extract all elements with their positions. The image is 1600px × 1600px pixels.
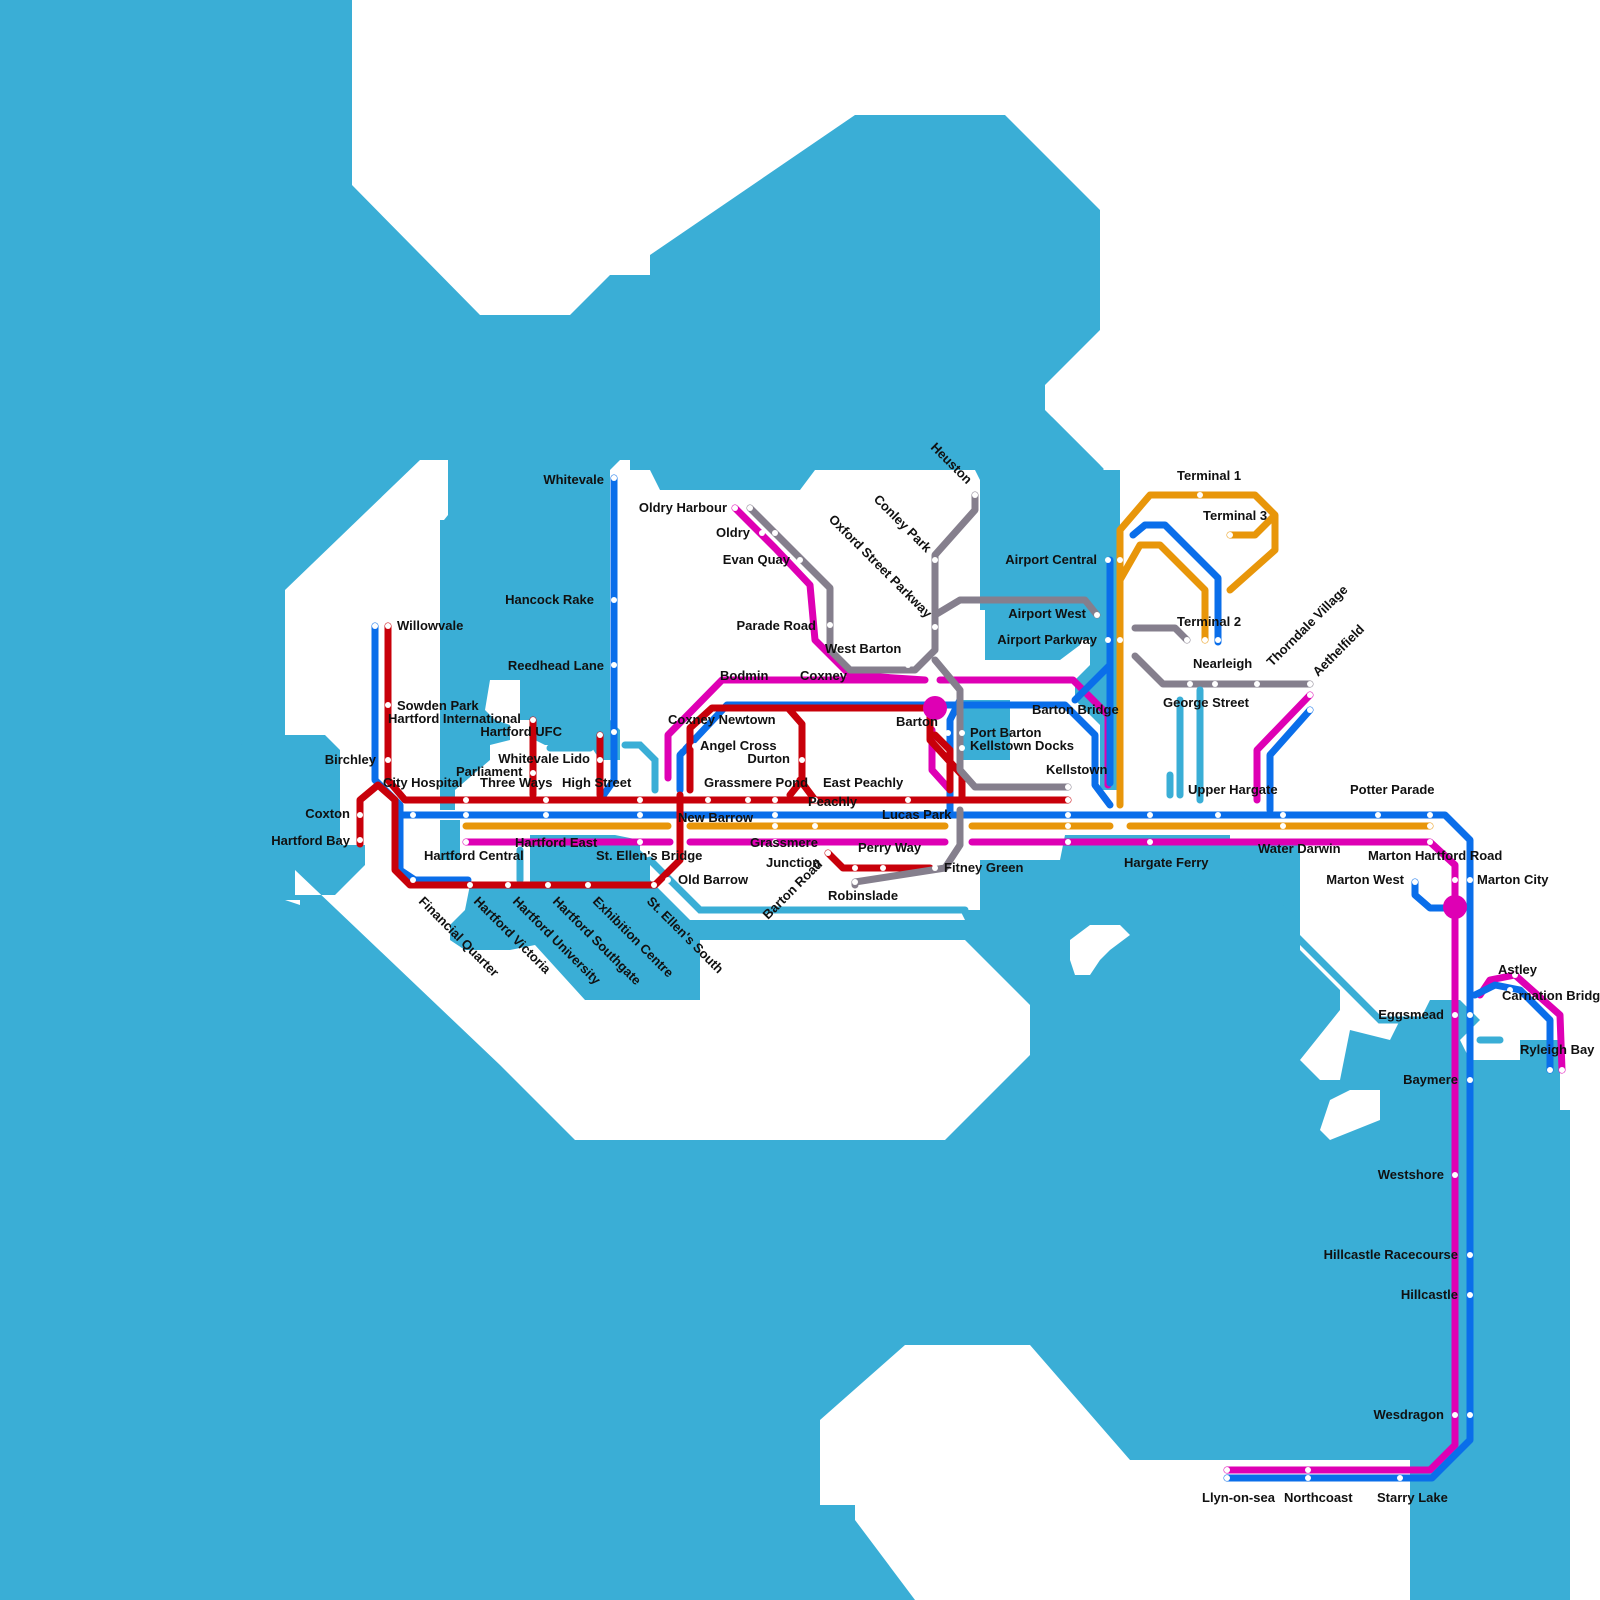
station-label[interactable]: Hartford UFC — [480, 724, 562, 739]
station-label[interactable]: Reedhead Lane — [508, 658, 604, 673]
station-label[interactable]: Starry Lake — [1377, 1490, 1448, 1505]
station-label[interactable]: Evan Quay — [723, 552, 791, 567]
station-label[interactable]: Baymere — [1403, 1072, 1458, 1087]
station-label[interactable]: Coxton — [305, 806, 350, 821]
station-label[interactable]: City Hospital — [383, 775, 462, 790]
station-label[interactable]: Angel Cross — [700, 738, 777, 753]
station-label[interactable]: West Barton — [825, 641, 901, 656]
interchange-marton-city[interactable] — [1443, 895, 1467, 919]
station-label[interactable]: Hillcastle — [1401, 1287, 1458, 1302]
station-label[interactable]: Hancock Rake — [505, 592, 594, 607]
station-label[interactable]: Coxney — [800, 668, 848, 683]
station-label[interactable]: Sowden Park — [397, 698, 479, 713]
station-label[interactable]: Terminal 3 — [1203, 508, 1267, 523]
grey-line[interactable] — [746, 491, 1314, 889]
station-label[interactable]: Carnation Bridge — [1502, 988, 1600, 1003]
transit-lines — [356, 474, 1566, 1482]
station-label[interactable]: Hartford Bay — [271, 833, 351, 848]
station-label[interactable]: Airport Parkway — [997, 632, 1097, 647]
station-label[interactable]: Hartford Central — [424, 848, 524, 863]
inner-water — [440, 420, 1045, 910]
station-label[interactable]: Hartford East — [515, 835, 598, 850]
station-label[interactable]: Parliament — [456, 764, 523, 779]
station-label[interactable]: Wesdragon — [1373, 1407, 1444, 1422]
station-label[interactable]: Marton Hartford Road — [1368, 848, 1502, 863]
station-label[interactable]: George Street — [1163, 695, 1250, 710]
blue-line[interactable] — [371, 474, 1554, 1482]
station-label[interactable]: New Barrow — [678, 810, 754, 825]
station-label[interactable]: Perry Way — [858, 840, 922, 855]
station-label[interactable]: Hargate Ferry — [1124, 855, 1209, 870]
station-label[interactable]: Airport Central — [1005, 552, 1097, 567]
station-label[interactable]: Hillcastle Racecourse — [1324, 1247, 1458, 1262]
station-label[interactable]: Westshore — [1378, 1167, 1444, 1182]
station-label[interactable]: Old Barrow — [678, 872, 749, 887]
station-label[interactable]: Bodmin — [720, 668, 768, 683]
interchanges — [923, 696, 1467, 919]
interchange-barton[interactable] — [923, 696, 947, 720]
station-label[interactable]: East Peachly — [823, 775, 904, 790]
station-label[interactable]: Ryleigh Bay — [1520, 1042, 1595, 1057]
station-label[interactable]: Three Ways — [480, 775, 553, 790]
station-label[interactable]: St. Ellen's Bridge — [596, 848, 702, 863]
station-label[interactable]: Peachly — [808, 794, 858, 809]
station-label[interactable]: Terminal 2 — [1177, 614, 1241, 629]
station-label[interactable]: Hartford International — [388, 711, 521, 726]
station-label[interactable]: Whitevale — [543, 472, 604, 487]
station-label[interactable]: Kellstown Docks — [970, 738, 1074, 753]
station-label[interactable]: Airport West — [1008, 606, 1086, 621]
station-label[interactable]: Upper Hargate — [1188, 782, 1278, 797]
station-markers — [357, 475, 1565, 1481]
station-label[interactable]: Marton City — [1477, 872, 1549, 887]
station-label[interactable]: Kellstown — [1046, 762, 1107, 777]
station-label[interactable]: Lucas Park — [882, 807, 952, 822]
station-label[interactable]: Port Barton — [970, 725, 1042, 740]
station-label[interactable]: Durton — [747, 751, 790, 766]
station-label[interactable]: Birchley — [325, 752, 377, 767]
station-label[interactable]: Willowvale — [397, 618, 463, 633]
station-label[interactable]: Barton Bridge — [1032, 702, 1119, 717]
station-label[interactable]: Potter Parade — [1350, 782, 1435, 797]
station-label[interactable]: Marton West — [1326, 872, 1404, 887]
station-label[interactable]: Water Darwin — [1258, 841, 1341, 856]
station-label[interactable]: Grassmere Pond — [704, 775, 808, 790]
station-label[interactable]: Parade Road — [737, 618, 817, 633]
station-label[interactable]: Llyn-on-sea — [1202, 1490, 1276, 1505]
station-label[interactable]: Junction — [766, 855, 820, 870]
station-label[interactable]: Oldry Harbour — [639, 500, 727, 515]
station-label[interactable]: Astley — [1498, 962, 1538, 977]
station-label[interactable]: Robinslade — [828, 888, 898, 903]
station-label[interactable]: Nearleigh — [1193, 656, 1252, 671]
station-label[interactable]: Coxney Newtown — [668, 712, 776, 727]
station-label[interactable]: Fitney Green — [944, 860, 1024, 875]
station-label[interactable]: Oldry — [716, 525, 751, 540]
station-label[interactable]: Terminal 1 — [1177, 468, 1241, 483]
station-label[interactable]: Northcoast — [1284, 1490, 1353, 1505]
station-label[interactable]: Eggsmead — [1378, 1007, 1444, 1022]
station-label[interactable]: Whitevale Lido — [498, 751, 590, 766]
station-label[interactable]: High Street — [562, 775, 632, 790]
station-label[interactable]: Grassmere — [750, 835, 818, 850]
station-label[interactable]: Barton — [896, 714, 938, 729]
